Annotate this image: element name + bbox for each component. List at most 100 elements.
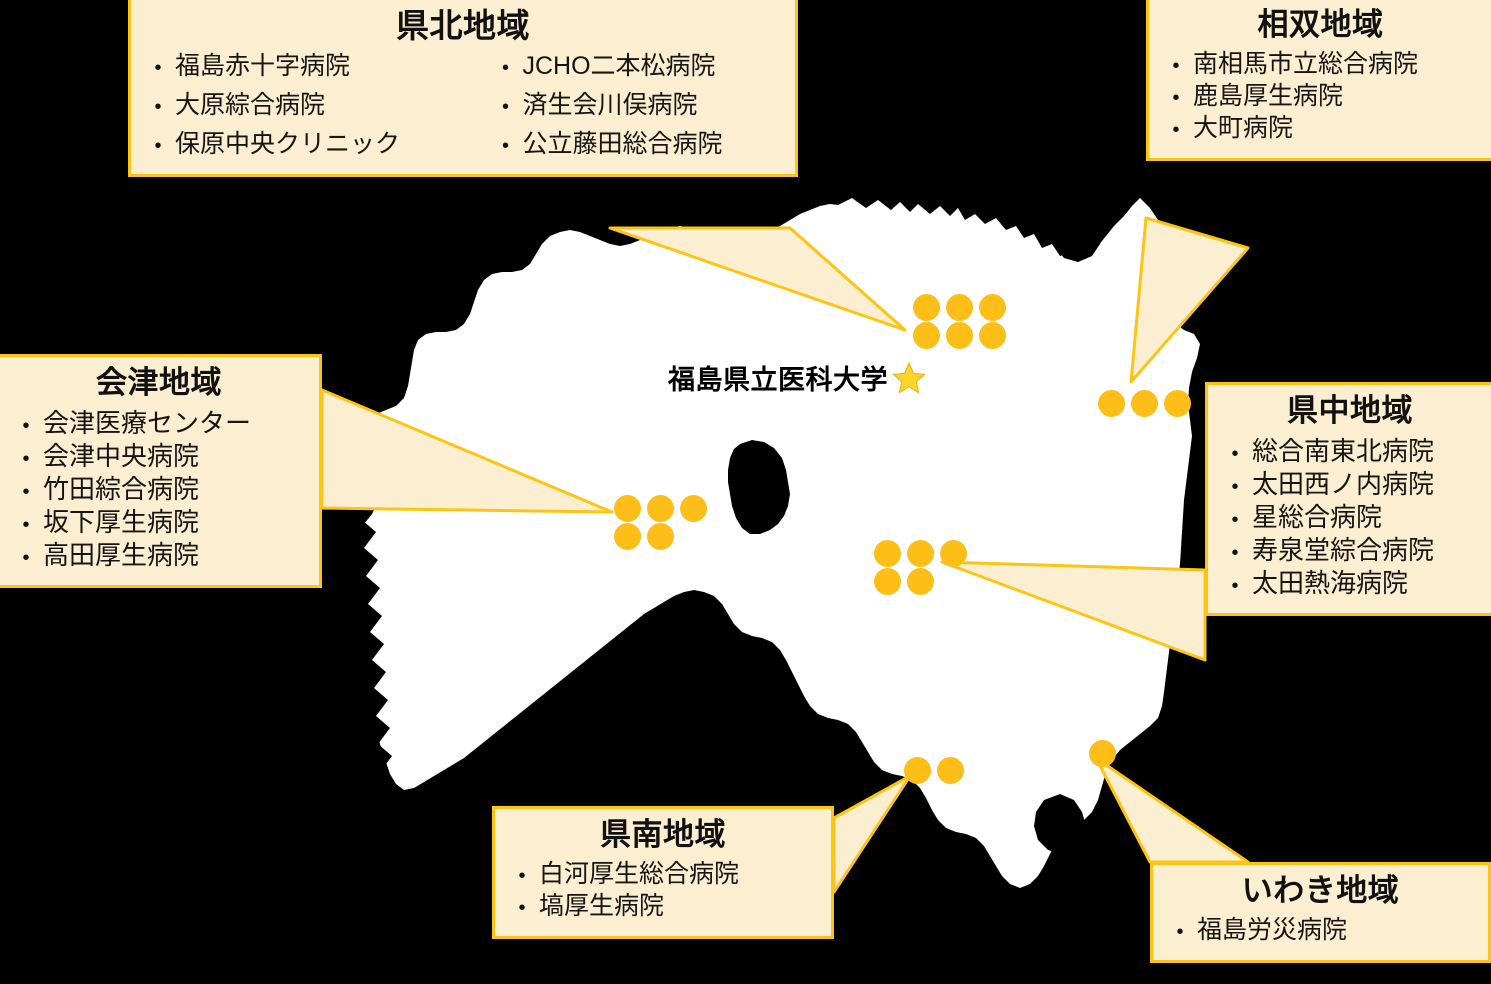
hospital-list-aizu: • 会津医療センター • 会津中央病院 • 竹田綜合病院 • 坂下厚生病院 • — [9, 410, 309, 568]
hospital-list-kennan: • 白河厚生総合病院 • 塙厚生病院 — [505, 859, 821, 920]
list-item[interactable]: • 高田厚生病院 — [9, 542, 309, 568]
hospital-name: 総合南東北病院 — [1252, 435, 1435, 466]
list-item[interactable]: • 大原綜合病院 — [141, 93, 463, 118]
hospital-name: 大原綜合病院 — [175, 91, 326, 120]
hospital-dot-aizu-5[interactable] — [647, 523, 674, 550]
callout-kennan[interactable]: 県南地域 • 白河厚生総合病院 • 塙厚生病院 — [492, 806, 834, 939]
bullet-icon: • — [22, 447, 30, 470]
hospital-name: 高田厚生病院 — [43, 539, 200, 570]
list-item[interactable]: • 白河厚生総合病院 — [505, 859, 821, 888]
pointer-kennan — [832, 774, 912, 894]
prefectural-university-label-text: 福島県立医科大学 — [668, 365, 888, 395]
callout-title-aizu: 会津地域 — [96, 365, 222, 400]
hospital-list-sousou: • 南相馬市立総合病院 • 鹿島厚生病院 • 大町病院 — [1159, 49, 1482, 142]
bullet-icon: • — [22, 546, 30, 569]
hospital-dot-kenchu-3[interactable] — [940, 540, 967, 567]
list-item[interactable]: • 寿泉堂綜合病院 — [1218, 537, 1482, 563]
list-item[interactable]: • 竹田綜合病院 — [9, 476, 309, 502]
hospital-dot-kenpoku-5[interactable] — [946, 322, 973, 349]
star-icon — [892, 361, 926, 395]
bullet-icon: • — [154, 135, 162, 158]
hospital-list-kenpoku: • 福島赤十字病院 • JCHO二本松病院 • 大原綜合病院 • 済生会川俣病院… — [141, 47, 785, 164]
bullet-icon: • — [1172, 86, 1180, 109]
callout-iwaki[interactable]: いわき地域 • 福島労災病院 — [1150, 862, 1491, 963]
hospital-name: 太田西ノ内病院 — [1252, 468, 1435, 499]
hospital-name: 鹿島厚生病院 — [1193, 81, 1344, 110]
bullet-icon: • — [1231, 508, 1239, 531]
prefectural-university-label: 福島県立医科大学 — [668, 358, 926, 397]
hospital-name: 竹田綜合病院 — [43, 473, 200, 504]
hospital-dot-kenpoku-1[interactable] — [913, 294, 940, 321]
hospital-dot-kenpoku-2[interactable] — [946, 294, 973, 321]
callout-title-kenchu: 県中地域 — [1287, 393, 1413, 428]
list-item[interactable]: • 大町病院 — [1159, 113, 1482, 142]
bullet-icon: • — [1172, 54, 1180, 77]
bullet-icon: • — [22, 513, 30, 536]
hospital-dot-kenpoku-4[interactable] — [913, 322, 940, 349]
list-item[interactable]: • 保原中央クリニック — [141, 132, 463, 157]
hospital-name: 公立藤田総合病院 — [522, 130, 723, 159]
list-item[interactable]: • 星総合病院 — [1218, 504, 1482, 530]
callout-title-kennan: 県南地域 — [600, 817, 726, 852]
pointer-sousou — [1129, 216, 1250, 384]
hospital-name: 白河厚生総合病院 — [539, 859, 740, 888]
callout-title-kenpoku: 県北地域 — [396, 7, 530, 44]
hospital-dot-sousou-1[interactable] — [1098, 390, 1125, 417]
hospital-dot-kennan-1[interactable] — [904, 757, 931, 784]
hospital-dot-kenpoku-6[interactable] — [979, 322, 1006, 349]
list-item[interactable]: • 坂下厚生病院 — [9, 509, 309, 535]
list-item[interactable]: • 南相馬市立総合病院 — [1159, 49, 1482, 78]
list-item[interactable]: • 塙厚生病院 — [505, 891, 821, 920]
bullet-icon: • — [1176, 920, 1184, 943]
callout-sousou[interactable]: 相双地域 • 南相馬市立総合病院 • 鹿島厚生病院 • 大町病院 — [1146, 0, 1491, 161]
hospital-dot-sousou-2[interactable] — [1131, 390, 1158, 417]
list-item[interactable]: • JCHO二本松病院 — [489, 54, 786, 79]
list-item[interactable]: • 太田熱海病院 — [1218, 570, 1482, 596]
list-item[interactable]: • 公立藤田総合病院 — [489, 132, 786, 157]
bullet-icon: • — [518, 864, 526, 887]
hospital-dot-kenchu-5[interactable] — [907, 568, 934, 595]
list-item[interactable]: • 鹿島厚生病院 — [1159, 81, 1482, 110]
list-item[interactable]: • 福島赤十字病院 — [141, 54, 463, 79]
callout-kenchu[interactable]: 県中地域 • 総合南東北病院 • 太田西ノ内病院 • 星総合病院 • 寿泉堂綜合… — [1205, 382, 1491, 616]
hospital-name: 星総合病院 — [1252, 501, 1383, 532]
list-item[interactable]: • 会津医療センター — [9, 410, 309, 436]
hospital-name: 南相馬市立総合病院 — [1193, 49, 1419, 78]
bullet-icon: • — [501, 135, 509, 158]
list-item[interactable]: • 会津中央病院 — [9, 443, 309, 469]
hospital-name: 福島労災病院 — [1197, 915, 1348, 944]
hospital-dot-iwaki-1[interactable] — [1089, 740, 1116, 767]
hospital-dot-kennan-2[interactable] — [937, 757, 964, 784]
bullet-icon: • — [154, 57, 162, 80]
hospital-dot-kenchu-2[interactable] — [907, 540, 934, 567]
hospital-dot-aizu-4[interactable] — [614, 523, 641, 550]
list-item[interactable]: • 済生会川俣病院 — [489, 93, 786, 118]
hospital-dot-sousou-3[interactable] — [1164, 390, 1191, 417]
hospital-dot-aizu-3[interactable] — [680, 495, 707, 522]
hospital-name: 塙厚生病院 — [539, 891, 665, 920]
hospital-dot-kenchu-4[interactable] — [874, 568, 901, 595]
hospital-name: 大町病院 — [1193, 113, 1294, 142]
list-item[interactable]: • 福島労災病院 — [1163, 915, 1478, 944]
hospital-dot-kenchu-1[interactable] — [874, 540, 901, 567]
callout-kenpoku[interactable]: 県北地域 • 福島赤十字病院 • JCHO二本松病院 • 大原綜合病院 • 済生… — [128, 0, 798, 178]
hospital-name: 太田熱海病院 — [1252, 567, 1409, 598]
hospital-name: 会津中央病院 — [43, 440, 200, 471]
bullet-icon: • — [501, 96, 509, 119]
hospital-dot-aizu-1[interactable] — [614, 495, 641, 522]
list-item[interactable]: • 太田西ノ内病院 — [1218, 471, 1482, 497]
callout-aizu[interactable]: 会津地域 • 会津医療センター • 会津中央病院 • 竹田綜合病院 • 坂下厚生… — [0, 354, 322, 588]
southern-mountain-wedge — [630, 672, 806, 848]
hospital-name: 福島赤十字病院 — [175, 52, 351, 81]
pointer-kenpoku — [608, 226, 907, 332]
list-item[interactable]: • 総合南東北病院 — [1218, 438, 1482, 464]
bullet-icon: • — [154, 96, 162, 119]
bullet-icon: • — [501, 57, 509, 80]
hospital-dot-kenpoku-3[interactable] — [979, 294, 1006, 321]
bullet-icon: • — [22, 414, 30, 437]
hospital-dot-aizu-2[interactable] — [647, 495, 674, 522]
